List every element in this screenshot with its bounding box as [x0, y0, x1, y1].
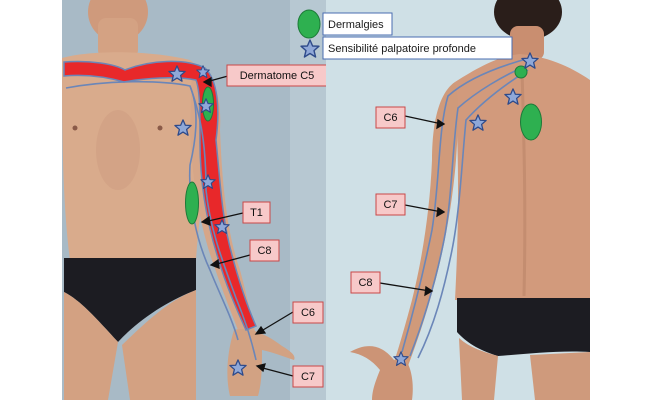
label-front-c6: C6 — [292, 301, 324, 324]
legend-dermalgia-icon — [297, 9, 321, 39]
back-view-panel: C6 C7 C8 — [326, 0, 590, 400]
label-back-c6: C6 — [375, 106, 406, 129]
label-front-c8: C8 — [249, 239, 280, 262]
front-dermalgia-arm-icon — [185, 181, 199, 225]
svg-text:C7: C7 — [383, 199, 397, 211]
label-front-t1: T1 — [242, 201, 271, 224]
svg-text:C6: C6 — [383, 112, 397, 124]
label-front-c7: C7 — [292, 365, 324, 388]
back-dermalgia-scapula-icon — [520, 103, 542, 141]
back-dermalgia-neck-icon — [514, 65, 528, 79]
legend: Dermalgies Sensibilité palpatoire profon… — [297, 9, 513, 60]
back-arrows — [379, 115, 446, 297]
svg-text:C7: C7 — [301, 371, 315, 383]
svg-text:Sensibilité palpatoire profond: Sensibilité palpatoire profonde — [328, 43, 476, 55]
front-dermatome-lines — [65, 80, 257, 361]
front-view-panel: Dermatome C5 T1 C8 C6 C7 — [62, 0, 328, 400]
label-back-c7: C7 — [375, 193, 406, 216]
svg-text:T1: T1 — [250, 207, 263, 219]
legend-item-dermalgies: Dermalgies — [322, 12, 393, 36]
svg-text:C8: C8 — [358, 277, 372, 289]
svg-text:C8: C8 — [257, 245, 271, 257]
svg-text:Dermalgies: Dermalgies — [328, 19, 384, 31]
back-dermatome-lines — [401, 57, 531, 359]
legend-item-sensibilite: Sensibilité palpatoire profonde — [322, 36, 513, 60]
front-arrows — [200, 75, 294, 377]
svg-text:C6: C6 — [301, 307, 315, 319]
label-back-c8: C8 — [350, 271, 381, 294]
back-body-photo — [350, 0, 590, 400]
svg-text:Dermatome C5: Dermatome C5 — [240, 70, 315, 82]
label-dermatome-c5: Dermatome C5 — [226, 64, 328, 87]
